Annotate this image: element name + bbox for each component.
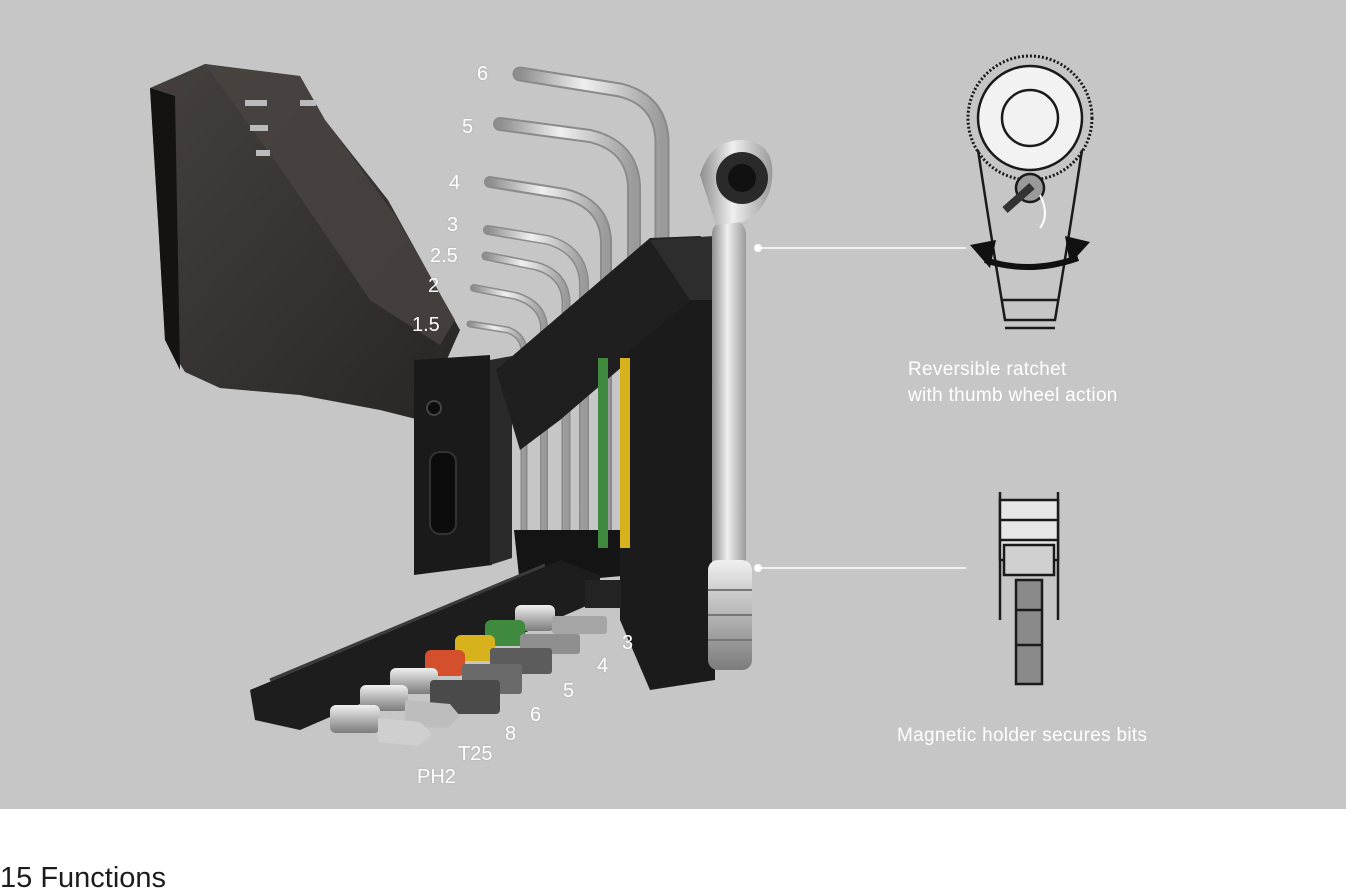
- bit-label-5: 5: [563, 680, 575, 702]
- bit-label-ph2: PH2: [417, 766, 456, 788]
- bit-holder: [250, 560, 621, 730]
- callout-lines: [754, 244, 966, 572]
- ratchet-handle: [700, 140, 773, 670]
- section-title: 15 Functions: [0, 862, 167, 894]
- bit-label-6: 6: [530, 704, 542, 726]
- ratchet-diagram: [966, 54, 1094, 330]
- multi-tool-illustration: [150, 54, 1094, 746]
- holder-callout: Magnetic holder secures bits: [897, 725, 1148, 746]
- magnetic-holder-diagram: [998, 492, 1060, 686]
- ratchet-callout: Reversible ratchet with thumb wheel acti…: [908, 357, 1118, 409]
- ratchet-callout-line-2: with thumb wheel action: [908, 385, 1118, 406]
- ratchet-callout-line-1: Reversible ratchet: [908, 359, 1067, 380]
- hex-key-label-3: 3: [447, 214, 459, 236]
- bit-label-t25: T25: [458, 743, 493, 765]
- product-hero-image: 6 5 4 3 2.5 2 1.5 3 4 5 6 8 T25 PH2 Reve…: [0, 0, 1346, 809]
- bit-label-4: 4: [597, 655, 609, 677]
- hex-key-label-5: 5: [462, 116, 474, 138]
- tool-cover: [150, 64, 460, 420]
- hex-key-label-2: 2: [428, 275, 440, 297]
- hex-key-label-1-5: 1.5: [412, 314, 440, 336]
- hex-key-label-2-5: 2.5: [430, 245, 458, 267]
- bit-label-3: 3: [622, 632, 634, 654]
- hex-key-label-6: 6: [477, 63, 489, 85]
- bits: [330, 605, 607, 746]
- bit-label-8: 8: [505, 723, 517, 745]
- hex-key-label-4: 4: [449, 172, 461, 194]
